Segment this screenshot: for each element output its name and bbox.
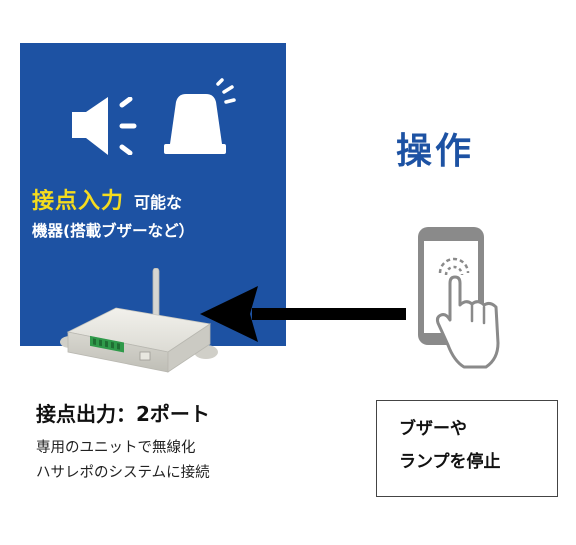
output-desc-line1: 専用のユニットで無線化 [36, 440, 196, 456]
output-title: 接点出力：2ポート [36, 402, 210, 426]
action-line2: ランプを停止 [399, 452, 501, 472]
action-box: ブザーや ランプを停止 [376, 400, 558, 497]
action-text: ブザーや ランプを停止 [399, 413, 501, 479]
label-highlight: 接点入力 [32, 189, 125, 214]
output-desc-line2: ハサレポのシステムに接続 [36, 465, 210, 481]
device-label: 接点入力可能な 機器(搭載ブザーなど） [32, 187, 282, 244]
label-suffix: 可能な [134, 193, 183, 212]
label-line1: 接点入力可能な [32, 187, 282, 218]
smartphone-hand-icon [418, 227, 500, 369]
action-line1: ブザーや [399, 419, 467, 439]
wireless-unit-device [60, 268, 218, 373]
speaker-icon [72, 97, 137, 155]
label-line2: 機器(搭載ブザーなど） [32, 222, 195, 240]
arrow-left-icon [200, 286, 406, 342]
warning-lamp-icon [164, 78, 236, 154]
operation-label: 操作 [396, 131, 475, 172]
output-info: 接点出力：2ポート 専用のユニットで無線化 ハサレポのシステムに接続 [36, 398, 210, 486]
